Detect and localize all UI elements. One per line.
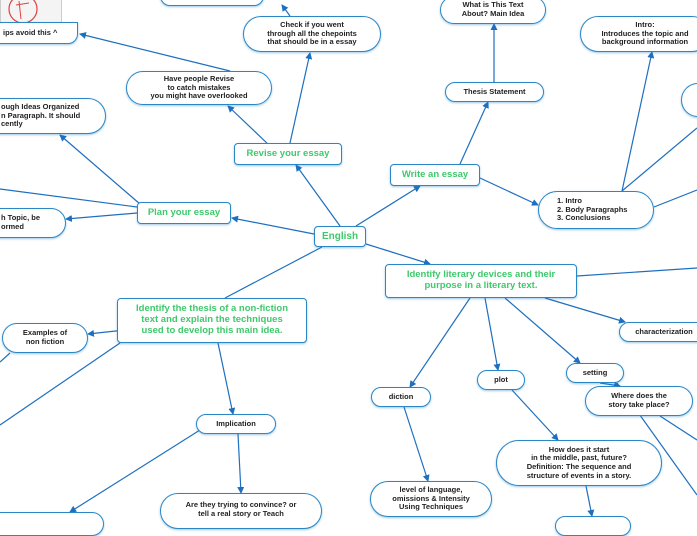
setting-node[interactable]: setting — [566, 363, 624, 383]
edge-english-plan — [231, 215, 315, 235]
intro-node[interactable]: Intro: Introduces the topic and backgrou… — [580, 16, 697, 52]
revise-essay-node[interactable]: Revise your essay — [234, 143, 342, 165]
edge-plotdetail-bottom — [585, 485, 595, 517]
language-level-text: level of language, omissions & Intensity… — [392, 485, 470, 512]
ideas-organized-node[interactable]: ough Ideas Organized n Paragraph. It sho… — [0, 98, 106, 134]
plan-essay-text: Plan your essay — [147, 206, 221, 218]
thesis-statement-node[interactable]: Thesis Statement — [445, 82, 544, 102]
edge-thesis-left — [0, 342, 121, 426]
edge-thesis-implication — [217, 342, 236, 415]
topic-text: h Topic, be ormed — [1, 213, 41, 231]
edge-devices-right — [576, 267, 697, 277]
setting-text: setting — [582, 367, 608, 377]
edge-diction-language — [403, 406, 430, 482]
language-level-node[interactable]: level of language, omissions & Intensity… — [370, 481, 492, 517]
thesis-question-text: What is This Text About? Main Idea — [461, 0, 525, 18]
edge-revise-havepeople — [227, 105, 271, 147]
identify-devices-text: Identify literary devices and their purp… — [406, 269, 556, 291]
characterization-text: characterization — [635, 326, 693, 336]
edge-havepeople-tips — [79, 32, 231, 72]
write-essay-text: Write an essay — [401, 168, 469, 180]
edge-devices-english — [365, 243, 431, 266]
bottom-right-cut-node[interactable] — [555, 516, 631, 536]
checkpoints-text: Check if you went through all the chepoi… — [267, 20, 357, 47]
characterization-node[interactable]: characterization — [619, 322, 697, 342]
edge-plan-topic — [65, 212, 138, 222]
edge-outline-rightcut — [621, 127, 697, 192]
bottom-left-cut-node[interactable] — [0, 512, 104, 536]
examples-node[interactable]: Examples of non fiction — [2, 323, 88, 353]
checkpoints-node[interactable]: Check if you went through all the chepoi… — [243, 16, 381, 52]
tips-node[interactable]: ips avoid this ^ — [0, 22, 78, 44]
tips-text: ips avoid this ^ — [3, 27, 58, 37]
edge-devices-characterization — [544, 297, 626, 324]
english-center-node[interactable]: English — [314, 226, 366, 247]
convince-node[interactable]: Are they trying to convince? or tell a r… — [160, 493, 322, 529]
examples-text: Examples of non fiction — [22, 328, 68, 346]
thesis-question-node[interactable]: What is This Text About? Main Idea — [440, 0, 546, 24]
edge-devices-setting — [504, 297, 581, 364]
outline-node[interactable]: 1. Intro 2. Body Paragraphs 3. Conclusio… — [538, 191, 654, 229]
edge-implication-bottomleft — [69, 429, 201, 513]
implication-text: Implication — [216, 418, 256, 428]
diction-text: diction — [388, 391, 414, 401]
edge-outline-intro — [621, 51, 655, 192]
edge-plot-detail — [511, 389, 559, 441]
plot-detail-node[interactable]: How does it start in the middle, past, f… — [496, 440, 662, 486]
plan-essay-node[interactable]: Plan your essay — [137, 202, 231, 224]
edge-examples-left — [0, 352, 11, 363]
identify-thesis-text: Identify the thesis of a non-fiction tex… — [136, 303, 288, 336]
edge-devices-plot — [484, 297, 501, 371]
edge-checkpoints-top — [281, 4, 291, 17]
thesis-statement-text: Thesis Statement — [463, 86, 526, 96]
identify-thesis-node[interactable]: Identify the thesis of a non-fiction tex… — [117, 298, 307, 343]
edge-english-thesis — [224, 246, 323, 299]
diction-node[interactable]: diction — [371, 387, 431, 407]
write-essay-node[interactable]: Write an essay — [390, 164, 480, 186]
revise-essay-text: Revise your essay — [246, 147, 330, 159]
implication-node[interactable]: Implication — [196, 414, 276, 434]
edge-implication-convince — [237, 433, 245, 494]
edge-plan-left — [0, 188, 138, 208]
edge-plan-ideas — [59, 134, 141, 205]
edge-english-revise — [295, 164, 341, 227]
edge-write-thesisstatement — [459, 101, 489, 165]
intro-text: Intro: Introduces the topic and backgrou… — [601, 20, 689, 47]
english-text: English — [321, 230, 359, 242]
connector-lines — [0, 4, 697, 517]
edge-devices-diction — [409, 297, 471, 388]
plot-detail-text: How does it start in the middle, past, f… — [526, 444, 632, 480]
ideas-organized-text: ough Ideas Organized n Paragraph. It sho… — [1, 102, 81, 129]
outline-text: 1. Intro 2. Body Paragraphs 3. Conclusio… — [557, 196, 628, 223]
convince-text: Are they trying to convince? or tell a r… — [185, 500, 297, 518]
topic-node[interactable]: h Topic, be ormed — [0, 208, 66, 238]
edge-revise-checkpoints — [289, 52, 313, 144]
identify-devices-node[interactable]: Identify literary devices and their purp… — [385, 264, 577, 298]
edge-english-write — [355, 185, 421, 227]
plot-node[interactable]: plot — [477, 370, 525, 390]
have-people-revise-text: Have people Revise to catch mistakes you… — [150, 74, 248, 101]
have-people-revise-node[interactable]: Have people Revise to catch mistakes you… — [126, 71, 272, 105]
setting-question-text: Where does the story take place? — [608, 391, 670, 409]
top-cut-node[interactable] — [160, 0, 264, 6]
setting-question-node[interactable]: Where does the story take place? — [585, 386, 693, 416]
edge-outline-right — [653, 189, 697, 208]
edge-write-outline — [479, 177, 539, 206]
plot-text: plot — [494, 374, 508, 384]
edge-question-right — [659, 415, 697, 441]
